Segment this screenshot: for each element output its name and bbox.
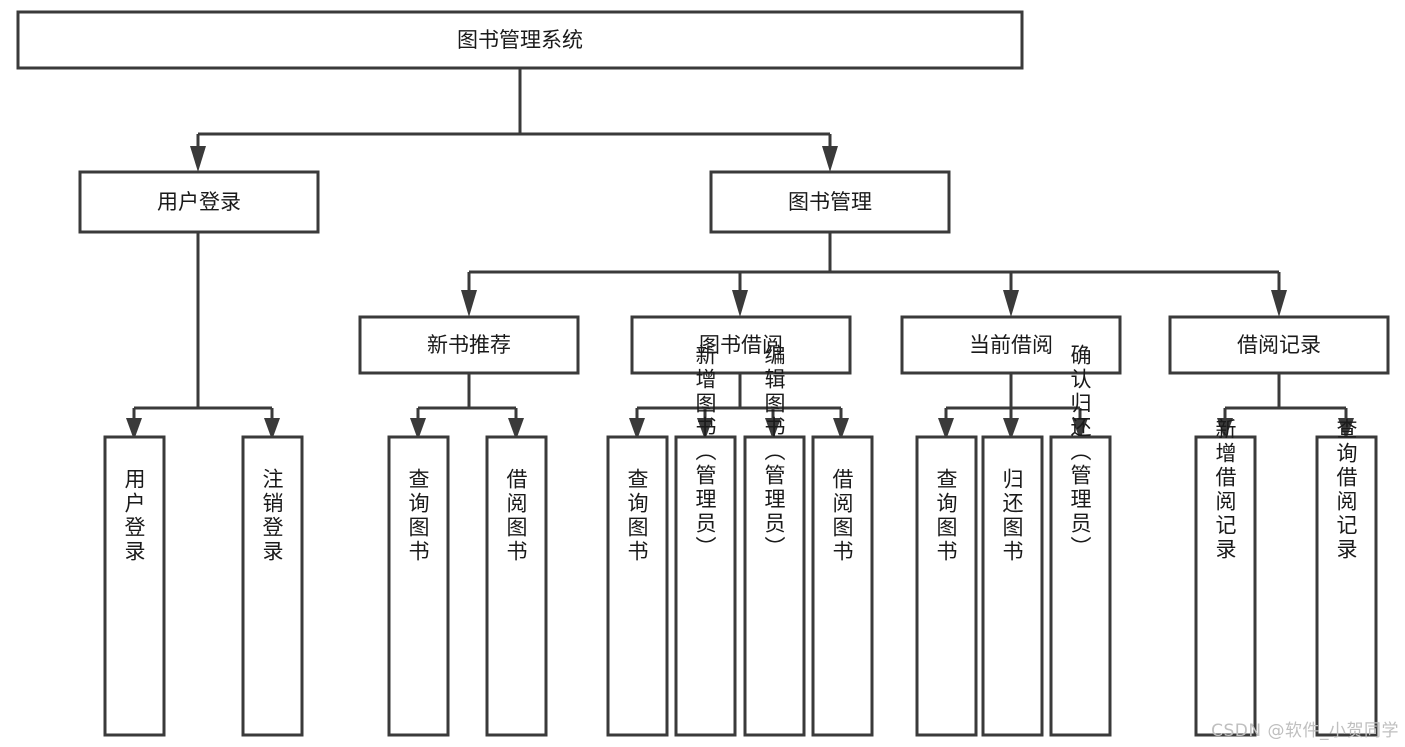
connector-group-borrow-record (1217, 373, 1354, 440)
arrowhead-leaf-borrow-book-1 (508, 418, 524, 440)
connector-group-book-borrow (629, 373, 849, 440)
node-root[interactable]: 图书管理系统 (16, 10, 1024, 70)
node-leaf-add-book-label: 新增图书（管理员） (693, 344, 717, 560)
node-leaf-borrow-book-1-label: 借阅图书 (504, 468, 528, 564)
node-new-book-recommend-label: 新书推荐 (427, 333, 511, 357)
node-root-box[interactable] (16, 10, 1024, 70)
node-leaf-logout-login-box[interactable] (241, 435, 304, 737)
node-book-manage-box[interactable] (709, 170, 951, 234)
node-leaf-borrow-book-2[interactable]: 借阅图书 (811, 435, 874, 737)
node-leaf-borrow-book-2-label: 借阅图书 (830, 468, 854, 564)
arrowhead-leaf-add-record (1217, 418, 1233, 440)
arrowhead-leaf-query-book-1 (410, 418, 426, 440)
node-leaf-add-record-label: 新增借阅记录 (1213, 418, 1237, 562)
connector-group-root (190, 68, 838, 172)
node-borrow-record-box[interactable] (1168, 315, 1390, 375)
arrowhead-leaf-query-record (1338, 418, 1354, 440)
node-leaf-logout-login[interactable]: 注销登录 (241, 435, 304, 737)
node-leaf-edit-book-label: 编辑图书（管理员） (762, 344, 786, 560)
node-leaf-borrow-book-1[interactable]: 借阅图书 (485, 435, 548, 737)
arrowhead-borrow-record (1271, 290, 1287, 317)
node-leaf-user-login-box[interactable] (103, 435, 166, 737)
arrowhead-leaf-query-book-2 (629, 418, 645, 440)
node-leaf-add-book[interactable]: 新增图书（管理员） (674, 344, 737, 737)
node-book-borrow[interactable]: 图书借阅 (630, 315, 852, 375)
node-book-manage-label: 图书管理 (788, 190, 872, 214)
node-leaf-query-record-box[interactable] (1315, 435, 1378, 737)
arrowhead-leaf-logout-login (264, 418, 280, 440)
node-leaf-query-book-3[interactable]: 查询图书 (915, 435, 978, 737)
node-leaf-query-record-label: 查询借阅记录 (1334, 418, 1358, 562)
node-leaf-logout-login-label: 注销登录 (260, 468, 284, 564)
node-leaf-query-book-3-box[interactable] (915, 435, 978, 737)
node-book-borrow-label: 图书借阅 (699, 333, 783, 357)
node-new-book-recommend[interactable]: 新书推荐 (358, 315, 580, 375)
node-leaf-edit-book-box[interactable] (743, 435, 806, 737)
node-borrow-record[interactable]: 借阅记录 (1168, 315, 1390, 375)
node-current-borrow-label: 当前借阅 (969, 333, 1053, 357)
arrowhead-leaf-borrow-book-2 (833, 418, 849, 440)
arrowhead-user-login (190, 146, 206, 172)
node-leaf-query-book-2-box[interactable] (606, 435, 669, 737)
connector-group-current-borrow (938, 373, 1088, 440)
node-leaf-user-login[interactable]: 用户登录 (103, 435, 166, 737)
node-leaf-confirm-return-box[interactable] (1049, 435, 1112, 737)
connector-group-user-login (126, 232, 280, 440)
node-user-login-box[interactable] (78, 170, 320, 234)
node-leaf-add-book-box[interactable] (674, 435, 737, 737)
arrowhead-leaf-return-book (1003, 418, 1019, 440)
arrowhead-leaf-add-book (697, 418, 713, 440)
arrowhead-book-borrow (732, 290, 748, 317)
node-leaf-query-book-1-label: 查询图书 (406, 468, 430, 564)
node-borrow-record-label: 借阅记录 (1237, 333, 1321, 357)
node-leaf-borrow-book-2-box[interactable] (811, 435, 874, 737)
node-leaf-return-book-box[interactable] (981, 435, 1044, 737)
node-leaf-edit-book[interactable]: 编辑图书（管理员） (743, 344, 806, 737)
node-leaf-confirm-return-label: 确认归还（管理员） (1068, 344, 1092, 560)
node-new-book-recommend-box[interactable] (358, 315, 580, 375)
node-leaf-return-book[interactable]: 归还图书 (981, 435, 1044, 737)
arrowhead-leaf-query-book-3 (938, 418, 954, 440)
node-leaf-add-record-box[interactable] (1194, 435, 1257, 737)
arrowhead-current-borrow (1003, 290, 1019, 317)
node-user-login[interactable]: 用户登录 (78, 170, 320, 234)
arrowhead-new-book-recommend (461, 290, 477, 317)
connector-group-new-book-recommend (410, 373, 524, 440)
arrowhead-leaf-confirm-return (1072, 418, 1088, 440)
node-current-borrow-box[interactable] (900, 315, 1122, 375)
node-leaf-query-book-3-label: 查询图书 (934, 468, 958, 564)
arrowhead-leaf-edit-book (765, 418, 781, 440)
node-leaf-query-book-1[interactable]: 查询图书 (387, 435, 450, 737)
node-leaf-return-book-label: 归还图书 (1000, 468, 1024, 564)
node-root-label: 图书管理系统 (457, 28, 583, 52)
node-book-borrow-box[interactable] (630, 315, 852, 375)
node-current-borrow[interactable]: 当前借阅 (900, 315, 1122, 375)
node-leaf-query-record[interactable]: 查询借阅记录 (1315, 418, 1378, 737)
node-leaf-query-book-2-label: 查询图书 (625, 468, 649, 564)
node-leaf-query-book-1-box[interactable] (387, 435, 450, 737)
arrowhead-book-manage (822, 146, 838, 172)
node-leaf-confirm-return[interactable]: 确认归还（管理员） (1049, 344, 1112, 737)
node-leaf-add-record[interactable]: 新增借阅记录 (1194, 418, 1257, 737)
node-user-login-label: 用户登录 (157, 190, 241, 214)
node-book-manage[interactable]: 图书管理 (709, 170, 951, 234)
connector-group-book-manage (461, 232, 1287, 317)
node-leaf-borrow-book-1-box[interactable] (485, 435, 548, 737)
node-leaf-query-book-2[interactable]: 查询图书 (606, 435, 669, 737)
arrowhead-leaf-user-login (126, 418, 142, 440)
node-leaf-user-login-label: 用户登录 (122, 468, 146, 564)
